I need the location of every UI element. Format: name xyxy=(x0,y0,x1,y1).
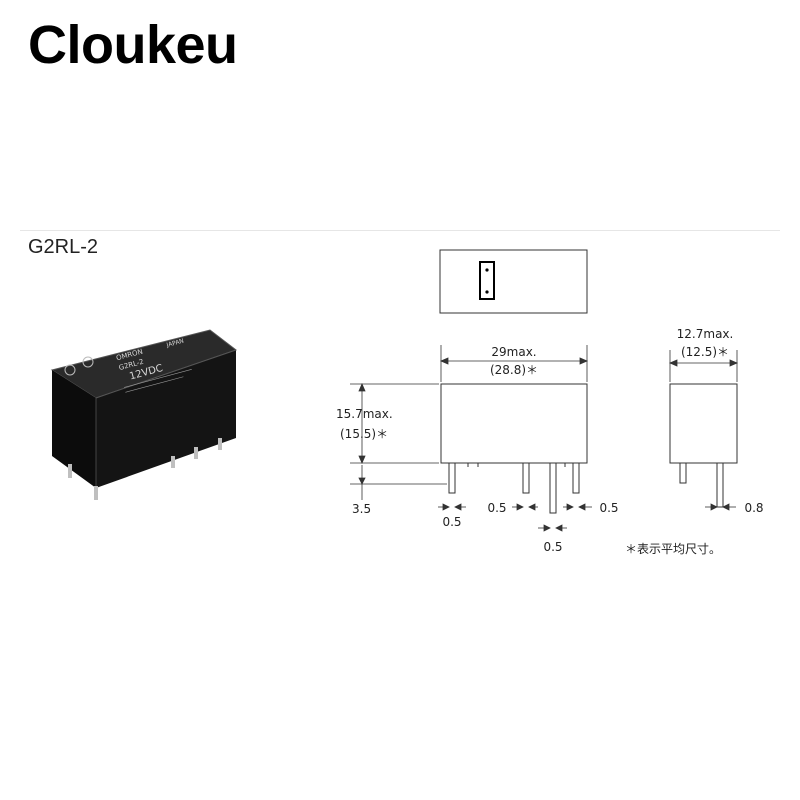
relay-pin xyxy=(171,456,175,468)
relay-front-face xyxy=(96,350,236,488)
cert-icon xyxy=(82,356,94,368)
side-view xyxy=(669,383,738,508)
pin-width-callouts xyxy=(438,503,592,532)
side-pin-width-label: 0.8 xyxy=(744,501,763,515)
cert-icon xyxy=(64,364,76,376)
height-max-label: 15.7max. xyxy=(336,407,393,421)
length-avg-label: (28.8)＊ xyxy=(490,363,538,377)
relay-pin xyxy=(194,447,198,459)
pin-width-c-label: 0.5 xyxy=(543,540,562,554)
top-view xyxy=(439,249,588,314)
length-max-label: 29max. xyxy=(491,345,536,359)
model-label: G2RL-2 xyxy=(28,236,99,258)
average-footnote: ＊表示平均尺寸。 xyxy=(625,542,721,556)
relay-side-face xyxy=(52,370,96,488)
relay-pin xyxy=(218,438,222,450)
relay-markings: OMRON JAPAN G2RL-2 12VDC xyxy=(115,338,192,393)
pin-width-d-label: 0.5 xyxy=(599,501,618,515)
height-avg-label: (15.5)＊ xyxy=(340,427,388,441)
front-view xyxy=(440,383,588,514)
brand-title: Cloukeu xyxy=(28,15,238,75)
relay-photo: OMRON JAPAN G2RL-2 12VDC xyxy=(50,329,238,500)
section-divider xyxy=(20,230,780,231)
side-pin-callout xyxy=(705,503,736,511)
relay-pin xyxy=(94,486,98,500)
pin-width-a-label: 0.5 xyxy=(442,515,461,529)
pin-length-label: 3.5 xyxy=(352,502,371,516)
top-view-marker xyxy=(479,261,495,300)
width-max-label: 12.7max. xyxy=(677,327,734,341)
width-dimension xyxy=(668,350,739,382)
width-avg-label: (12.5)＊ xyxy=(681,345,729,359)
pin-width-b-label: 0.5 xyxy=(487,501,506,515)
marking-origin: JAPAN xyxy=(165,338,185,350)
length-dimension xyxy=(439,345,589,382)
relay-pin xyxy=(68,464,72,478)
height-dimension xyxy=(350,382,447,500)
